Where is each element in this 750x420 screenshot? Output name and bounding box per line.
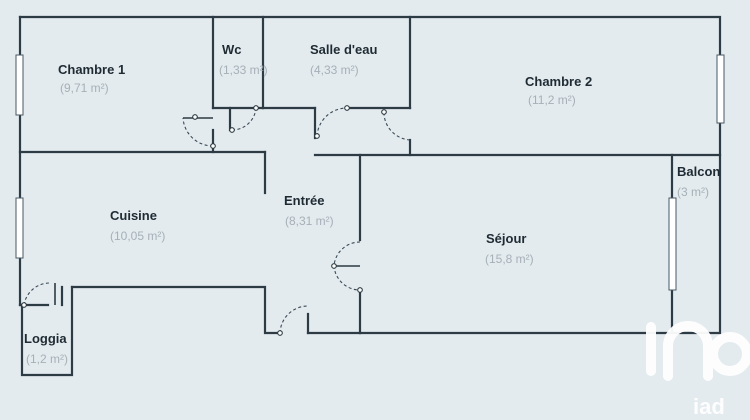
door-chambre2 xyxy=(381,109,411,141)
door-salle-eau xyxy=(314,105,350,139)
window-chambre2 xyxy=(716,54,725,124)
label-sejour: Séjour xyxy=(486,231,526,246)
label-entree: Entrée xyxy=(284,193,324,208)
label-chambre1: Chambre 1 xyxy=(58,62,125,77)
windows xyxy=(15,54,725,291)
wall-loggia xyxy=(20,285,74,377)
area-salle-eau: (4,33 m²) xyxy=(310,63,359,77)
window-chambre1 xyxy=(15,54,24,116)
window-cuisine xyxy=(15,197,24,259)
label-wc: Wc xyxy=(222,42,242,57)
area-chambre2: (11,2 m²) xyxy=(528,93,576,107)
room-labels: Chambre 1 (9,71 m²) Wc (1,33 m²) Salle d… xyxy=(24,42,720,366)
door-entree xyxy=(277,305,309,336)
window-sejour-balcon xyxy=(668,197,677,291)
door-wc xyxy=(229,105,259,133)
door-sejour xyxy=(331,241,363,293)
door-loggia xyxy=(21,282,56,308)
area-loggia: (1,2 m²) xyxy=(26,352,68,366)
area-entree: (8,31 m²) xyxy=(285,214,334,228)
label-salle-eau: Salle d'eau xyxy=(310,42,377,57)
doors xyxy=(21,105,411,336)
area-chambre1: (9,71 m²) xyxy=(60,81,109,95)
door-chambre1 xyxy=(182,114,216,149)
outer-wall xyxy=(18,15,722,335)
iad-logo-icon: iad xyxy=(646,321,750,419)
wall-cuisine-south xyxy=(70,285,282,335)
area-sejour: (15,8 m²) xyxy=(485,252,534,266)
area-cuisine: (10,05 m²) xyxy=(110,229,165,243)
label-cuisine: Cuisine xyxy=(110,208,157,223)
label-balcon: Balcon xyxy=(677,164,720,179)
area-wc: (1,33 m²) xyxy=(219,63,268,77)
label-loggia: Loggia xyxy=(24,331,67,346)
label-chambre2: Chambre 2 xyxy=(525,74,592,89)
logo-text: iad xyxy=(693,394,725,419)
area-balcon: (3 m²) xyxy=(677,185,709,199)
